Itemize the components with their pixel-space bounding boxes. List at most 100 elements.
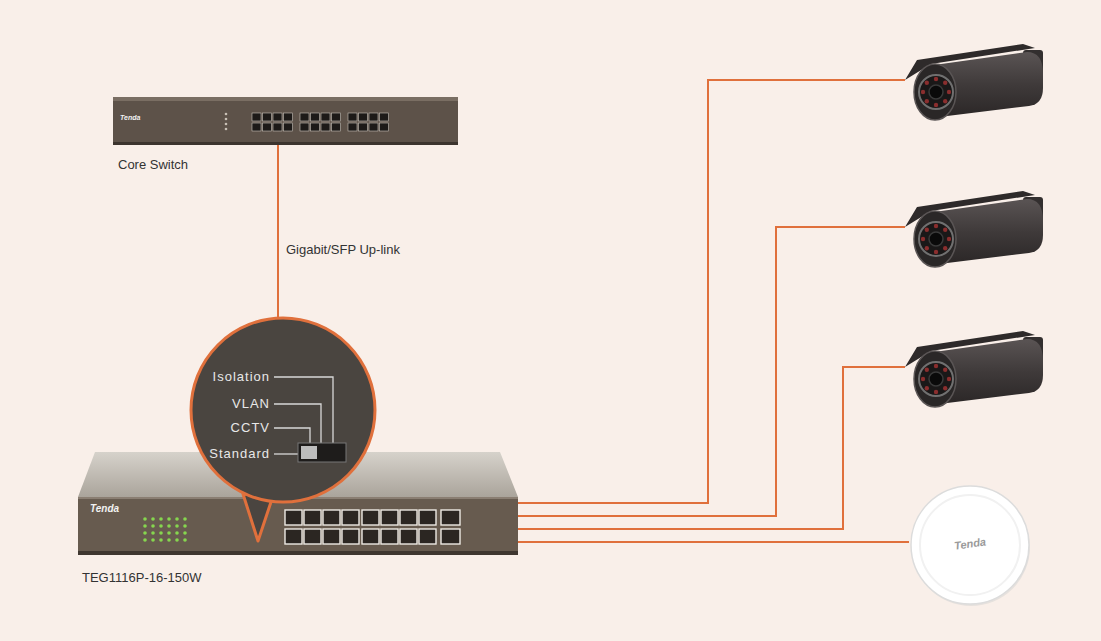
status-led xyxy=(151,531,155,535)
camera-icon xyxy=(905,44,1043,120)
ethernet-port xyxy=(332,123,341,131)
status-led xyxy=(143,531,147,535)
status-led xyxy=(167,531,171,535)
ethernet-port xyxy=(348,113,357,121)
status-led xyxy=(167,524,171,528)
ethernet-port xyxy=(284,123,293,131)
ethernet-port xyxy=(342,529,359,544)
status-led xyxy=(167,517,171,521)
status-led xyxy=(159,531,163,535)
ethernet-port xyxy=(304,529,321,544)
ethernet-port xyxy=(323,510,340,525)
network-link xyxy=(518,541,909,543)
ethernet-port xyxy=(441,529,460,544)
ethernet-port xyxy=(252,123,261,131)
status-led xyxy=(151,538,155,542)
ethernet-port xyxy=(419,529,436,544)
status-led xyxy=(225,113,228,116)
ethernet-port xyxy=(263,123,272,131)
ethernet-port xyxy=(362,529,379,544)
status-led xyxy=(183,524,187,528)
node-label: Tenda xyxy=(953,534,987,552)
access-point-body xyxy=(909,484,1031,606)
status-led xyxy=(159,517,163,521)
status-led xyxy=(225,123,228,126)
link-label: Gigabit/SFP Up-link xyxy=(284,242,402,258)
status-led xyxy=(183,517,187,521)
status-led xyxy=(159,524,163,528)
ethernet-port xyxy=(369,113,378,121)
ethernet-port xyxy=(321,123,330,131)
status-led xyxy=(175,524,179,528)
status-led xyxy=(183,538,187,542)
ethernet-port xyxy=(380,123,389,131)
ethernet-port xyxy=(285,529,302,544)
ethernet-port xyxy=(263,113,272,121)
status-led xyxy=(151,517,155,521)
access-point: Tenda xyxy=(909,484,1031,606)
camera-icon xyxy=(905,191,1043,267)
ap-shadow xyxy=(912,488,1030,606)
status-led xyxy=(175,517,179,521)
ethernet-port xyxy=(400,510,417,525)
ap-shell xyxy=(911,486,1029,604)
ethernet-port xyxy=(381,510,398,525)
ethernet-port xyxy=(419,510,436,525)
camera-wire xyxy=(518,367,905,529)
core-switch: Core Switch xyxy=(113,97,458,145)
ethernet-port xyxy=(359,113,368,121)
mode-label: CCTV xyxy=(231,420,270,436)
ethernet-port xyxy=(362,510,379,525)
zoom-callout xyxy=(191,318,375,541)
ethernet-port xyxy=(300,123,309,131)
ethernet-port xyxy=(311,113,320,121)
ethernet-port xyxy=(369,123,378,131)
status-led xyxy=(225,118,228,121)
ethernet-port xyxy=(273,113,282,121)
ethernet-port xyxy=(348,123,357,131)
ethernet-port xyxy=(332,113,341,121)
mode-label: Standard xyxy=(209,446,270,462)
ethernet-port xyxy=(285,510,302,525)
camera-wires xyxy=(518,80,905,529)
poe-switch: TEG1116P-16-150W xyxy=(78,450,518,555)
ethernet-port xyxy=(300,113,309,121)
ethernet-port xyxy=(304,510,321,525)
node-label: TEG1116P-16-150W xyxy=(82,570,201,586)
ethernet-port xyxy=(381,529,398,544)
camera-icon xyxy=(905,331,1043,407)
core-switch-illustration xyxy=(113,97,458,145)
camera-wire xyxy=(518,227,905,516)
camera-wire xyxy=(518,80,905,503)
ethernet-port xyxy=(323,529,340,544)
ethernet-port xyxy=(359,123,368,131)
ethernet-port xyxy=(311,123,320,131)
ap-ring xyxy=(920,495,1020,595)
brand-logo: Tenda xyxy=(120,113,140,123)
status-led xyxy=(175,531,179,535)
ethernet-port xyxy=(284,113,293,121)
status-led xyxy=(175,538,179,542)
status-led xyxy=(143,517,147,521)
ethernet-port xyxy=(273,123,282,131)
mode-switch xyxy=(298,443,346,462)
mode-label: Isolation xyxy=(213,369,270,385)
status-led xyxy=(167,538,171,542)
status-led xyxy=(183,531,187,535)
ethernet-port xyxy=(321,113,330,121)
status-led xyxy=(151,524,155,528)
ethernet-port xyxy=(400,529,417,544)
status-led xyxy=(143,524,147,528)
status-led xyxy=(159,538,163,542)
mode-label: VLAN xyxy=(232,396,270,412)
ethernet-port xyxy=(441,510,460,525)
ethernet-port xyxy=(342,510,359,525)
status-led xyxy=(143,538,147,542)
ethernet-port xyxy=(380,113,389,121)
leader-lines xyxy=(274,377,333,454)
ethernet-port xyxy=(252,113,261,121)
